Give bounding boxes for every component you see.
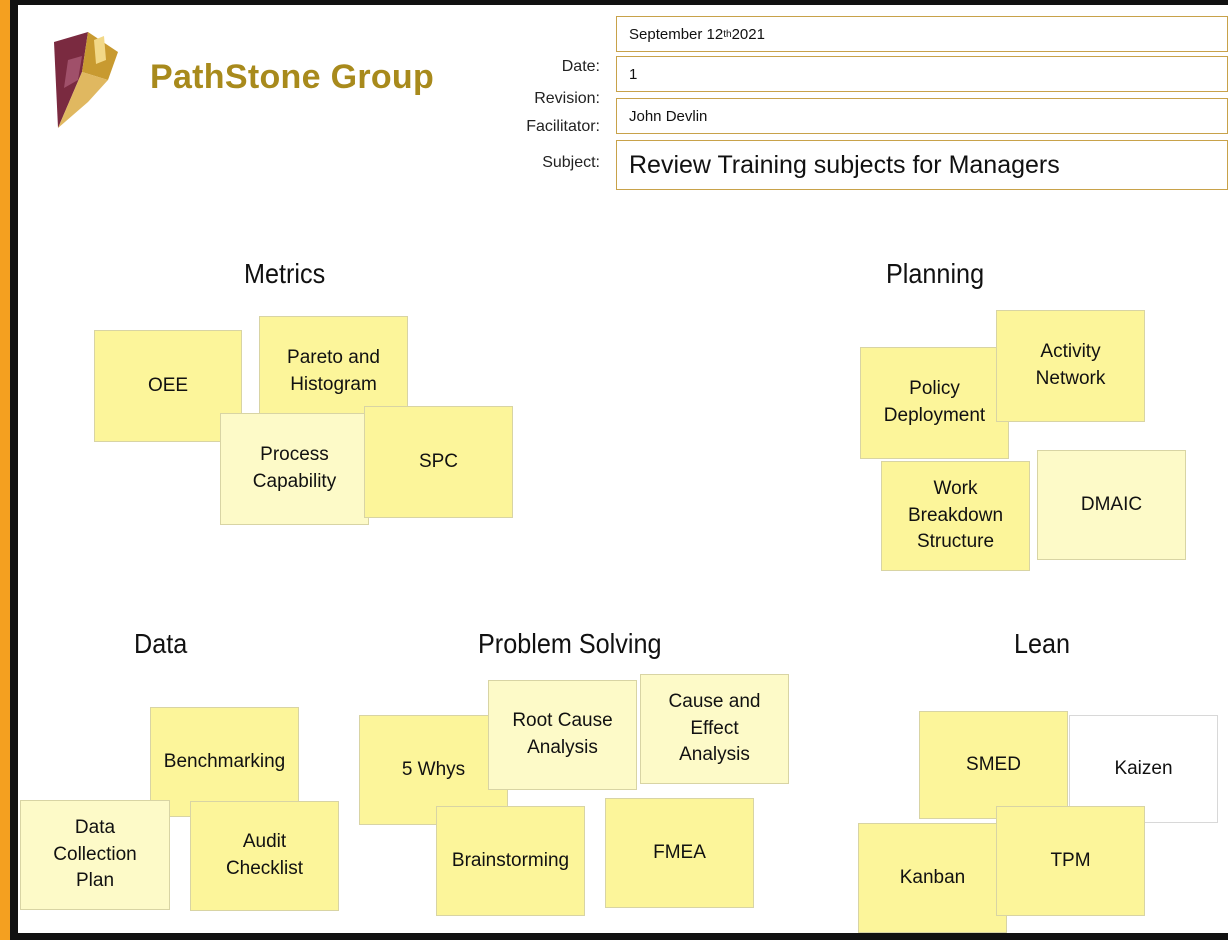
sticky-note-root-cause-analysis[interactable]: Root Cause Analysis	[488, 680, 637, 790]
date-label: Date:	[561, 58, 600, 75]
group-title-problem-solving: Problem Solving	[478, 628, 662, 659]
date-value: September 12	[629, 25, 724, 43]
facilitator-field[interactable]: John Devlin	[616, 98, 1228, 134]
sticky-note-process-capability[interactable]: Process Capability	[220, 413, 369, 525]
sticky-note-kaizen[interactable]: Kaizen	[1069, 715, 1218, 823]
revision-value: 1	[629, 65, 638, 83]
group-title-metrics: Metrics	[244, 258, 326, 289]
sticky-note-pareto-histogram[interactable]: Pareto and Histogram	[259, 316, 408, 428]
sticky-note-cause-effect-analysis[interactable]: Cause and Effect Analysis	[640, 674, 789, 784]
top-border	[10, 0, 1228, 5]
left-accent-bar	[0, 0, 10, 940]
sticky-note-smed[interactable]: SMED	[919, 711, 1068, 819]
subject-label: Subject:	[542, 154, 600, 171]
revision-field[interactable]: 1	[616, 56, 1228, 92]
sticky-note-tpm[interactable]: TPM	[996, 806, 1145, 916]
sticky-note-dmaic[interactable]: DMAIC	[1037, 450, 1186, 560]
revision-label: Revision:	[534, 90, 600, 107]
sticky-note-work-breakdown-structure[interactable]: Work Breakdown Structure	[881, 461, 1030, 571]
subject-value: Review Training subjects for Managers	[629, 150, 1060, 179]
date-year: 2021	[731, 25, 765, 43]
group-title-planning: Planning	[886, 258, 985, 289]
bottom-border	[10, 933, 1228, 940]
facilitator-value: John Devlin	[629, 107, 708, 125]
pathstone-logo-icon	[54, 32, 118, 128]
sticky-note-audit-checklist[interactable]: Audit Checklist	[190, 801, 339, 911]
sticky-note-spc[interactable]: SPC	[364, 406, 513, 518]
sticky-note-activity-network[interactable]: Activity Network	[996, 310, 1145, 422]
date-suffix: th	[723, 28, 732, 40]
sticky-note-data-collection-plan[interactable]: Data Collection Plan	[20, 800, 170, 910]
sticky-note-policy-deployment[interactable]: Policy Deployment	[860, 347, 1009, 459]
sticky-note-fmea[interactable]: FMEA	[605, 798, 754, 908]
subject-field[interactable]: Review Training subjects for Managers	[616, 140, 1228, 190]
sticky-note-oee[interactable]: OEE	[94, 330, 242, 442]
sticky-note-kanban[interactable]: Kanban	[858, 823, 1007, 933]
company-name: PathStone Group	[150, 58, 435, 96]
group-title-lean: Lean	[1014, 628, 1071, 659]
facilitator-label: Facilitator:	[526, 118, 600, 135]
group-title-data: Data	[134, 628, 188, 659]
sticky-note-brainstorming[interactable]: Brainstorming	[436, 806, 585, 916]
left-border	[10, 0, 18, 940]
